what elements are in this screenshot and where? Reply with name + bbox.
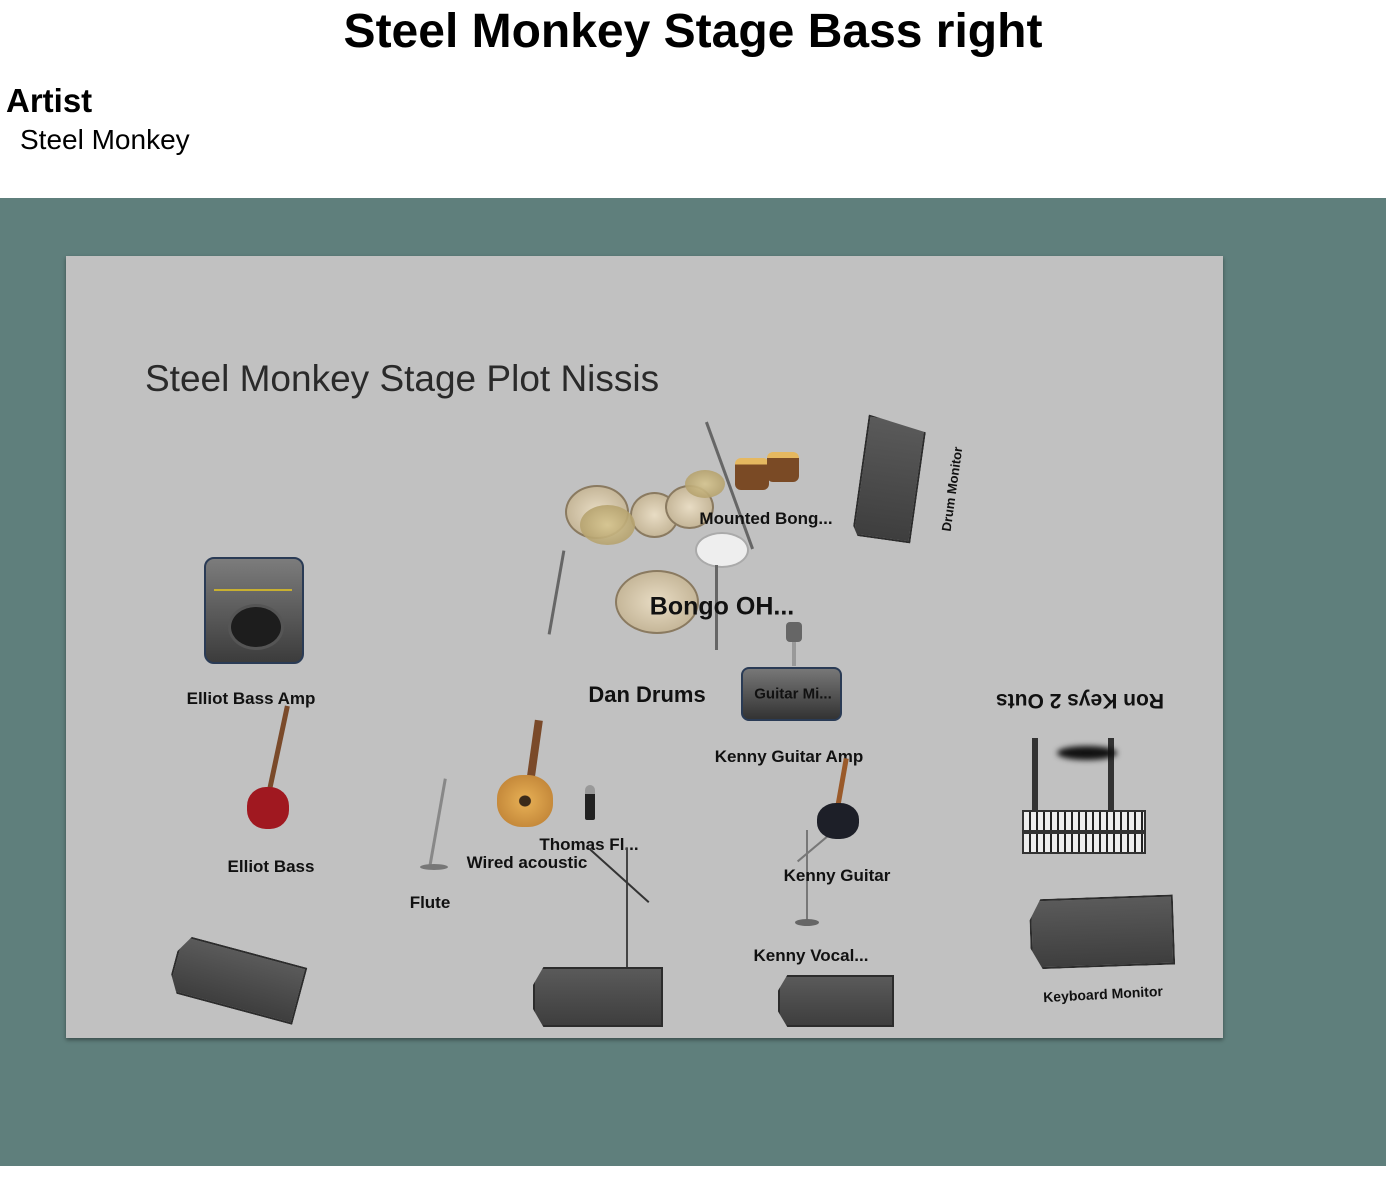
electric-guitar-icon[interactable]: [815, 757, 861, 840]
page-title: Steel Monkey Stage Bass right: [343, 5, 1043, 58]
bongos-icon[interactable]: [735, 452, 801, 492]
label-kenny-guitar: Kenny Guitar: [783, 866, 891, 885]
keyboard-monitor-wedge-icon[interactable]: [1029, 895, 1175, 970]
flute-icon[interactable]: [416, 778, 452, 876]
stage-plot-title: Steel Monkey Stage Plot Nissis: [145, 358, 660, 399]
label-elliot-bass: Elliot Bass: [227, 857, 315, 876]
guitar-mic-icon[interactable]: [786, 622, 802, 666]
label-kenny-guitar-amp: Kenny Guitar Amp: [714, 747, 864, 766]
label-bongo-oh: Bongo OH...: [649, 592, 795, 621]
acoustic-guitar-icon[interactable]: [497, 719, 555, 828]
mic-stand-icon[interactable]: [588, 818, 660, 978]
drum-kit-icon[interactable]: [545, 470, 765, 655]
artist-heading: Artist: [6, 82, 93, 119]
label-elliot-bass-amp: Elliot Bass Amp: [186, 689, 316, 708]
vocal-mic-stand-icon[interactable]: [790, 805, 840, 927]
bass-amp-icon[interactable]: [204, 557, 304, 664]
bass-guitar-icon[interactable]: [245, 705, 300, 830]
wedge-monitor-icon[interactable]: [778, 975, 894, 1027]
label-thomas-flute: Thomas Fl...: [539, 835, 639, 854]
label-dan-drums: Dan Drums: [588, 682, 706, 707]
microphone-icon[interactable]: [585, 785, 595, 820]
artist-name: Steel Monkey: [20, 124, 190, 155]
keyboard-icon[interactable]: [1022, 738, 1146, 856]
label-wired-acoustic: Wired acoustic: [466, 853, 588, 872]
label-kenny-vocal: Kenny Vocal...: [753, 946, 869, 965]
label-flute: Flute: [409, 893, 451, 912]
wedge-monitor-icon[interactable]: [533, 967, 663, 1027]
label-ron-keys: Ron Keys 2 Outs: [995, 689, 1165, 712]
label-mounted-bongos: Mounted Bong...: [699, 509, 833, 528]
guitar-amp-icon[interactable]: [741, 667, 842, 721]
label-guitar-mic: Guitar Mi...: [754, 685, 832, 703]
